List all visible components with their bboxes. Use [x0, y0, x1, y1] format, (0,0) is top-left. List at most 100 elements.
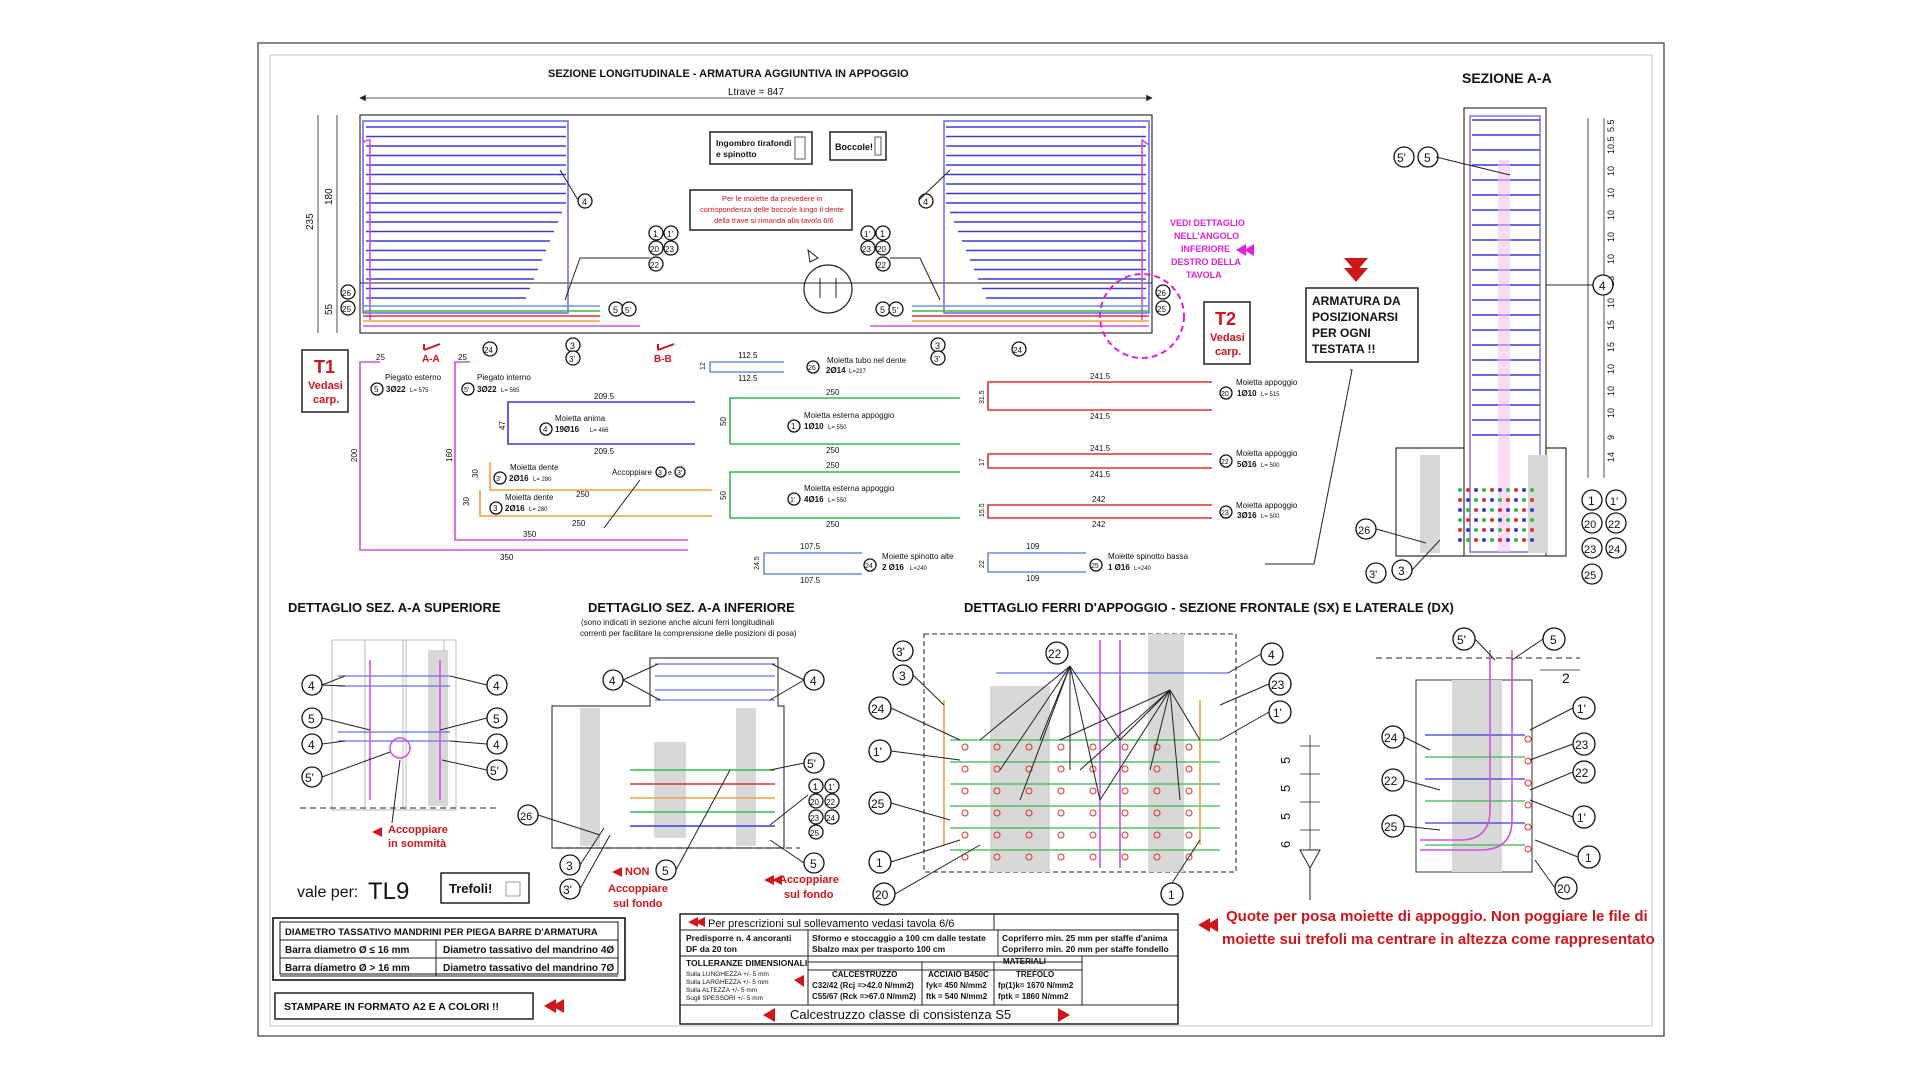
b1p-title: Moietta esterna appoggio [804, 484, 895, 493]
ferri-dot [1185, 853, 1193, 861]
b3-d2: 250 [572, 519, 586, 528]
leader-line [999, 665, 1071, 771]
svg-text:3': 3' [569, 355, 575, 364]
svg-text:3: 3 [493, 504, 498, 513]
b26-d3: 112.5 [738, 374, 758, 383]
longitudinal-section: SEZIONE LONGITUDINALE - ARMATURA AGGIUNT… [301, 68, 1254, 413]
ingombro-line2: e spinotto [716, 149, 757, 159]
svg-text:23: 23 [1575, 738, 1589, 752]
b25-d2: 22 [979, 560, 986, 568]
ferri-dot [1089, 853, 1097, 861]
aa-dim: 10.5 [1606, 136, 1616, 154]
svg-text:20: 20 [810, 798, 819, 807]
aa-dim: 9 [1606, 435, 1616, 440]
right-stirrups [943, 120, 1150, 320]
svg-text:1': 1' [864, 230, 870, 239]
svg-text:24: 24 [1013, 346, 1022, 355]
aa-dim: 10 [1606, 364, 1616, 374]
aa-bar-dot [1514, 518, 1518, 522]
svg-text:1': 1' [828, 783, 834, 792]
svg-text:4: 4 [810, 674, 817, 688]
ferri-dot [1025, 809, 1033, 817]
aa-bar-dot [1506, 538, 1510, 542]
predisporre-1: Predisporre n. 4 ancoranti [686, 933, 791, 943]
moiette-note-box [689, 189, 853, 231]
col-tref: TREFOLO [1016, 970, 1054, 979]
ferri-dot [1185, 809, 1193, 817]
svg-text:20: 20 [877, 245, 886, 254]
aa-bar-dot [1458, 508, 1462, 512]
copriferro-2: Copriferro min. 20 mm per staffe fondell… [1002, 944, 1169, 954]
ferri-dim: 6 [1278, 841, 1293, 848]
b25-d1: 109 [1026, 542, 1040, 551]
dim-235: 235 [305, 213, 316, 230]
leader-line [1039, 665, 1071, 741]
svg-text:3': 3' [563, 883, 572, 897]
b22-title: Moietta appoggio [1236, 449, 1298, 458]
sformo-1: Sformo e stoccaggio a 100 cm dalle testa… [812, 933, 986, 943]
sformo-2: Sbalzo max per trasporto 100 cm [812, 944, 946, 954]
section-aa-tags: 5' 5 4 1 1' 20 22 23 24 25 26 3' 3 [1355, 146, 1627, 585]
b26-title: Moietta tubo nel dente [827, 356, 907, 365]
b24-d2: 24.5 [754, 556, 761, 570]
b25-spec: 1 Ø16 [1108, 563, 1130, 572]
mandrini-table: DIAMETRO TASSATIVO MANDRINI PER PIEGA BA… [272, 917, 626, 981]
leader-line [1079, 689, 1171, 771]
svg-text:5': 5' [892, 306, 898, 315]
aa-bar-dot [1530, 528, 1534, 532]
accoppiare-sommita-1: Accoppiare [388, 824, 448, 836]
ferri-dot [1185, 765, 1193, 773]
ferri-dim: 5 [1278, 757, 1293, 764]
b1-spec: 1Ø10 [804, 422, 824, 431]
moiette-note-1: Per le moiette da prevedere in [722, 194, 822, 203]
mandrini-r2b: Diametro tassativo del mandrino 7Ø [443, 963, 614, 974]
acc-1: fyk= 450 N/mm2 [926, 981, 987, 990]
b3p-len: L= 280 [533, 477, 552, 483]
b3p-title: Moietta dente [510, 463, 559, 472]
b1-title: Moietta esterna appoggio [804, 411, 895, 420]
svg-text:3': 3' [934, 355, 940, 364]
ferri-dot [1121, 765, 1129, 773]
b20-len: L= 515 [1261, 392, 1280, 398]
ingombro-line1: Ingombro tirafondi [716, 138, 792, 148]
svg-text:24: 24 [865, 563, 873, 570]
ferri-dot [1025, 787, 1033, 795]
aa-bar-dot [1482, 518, 1486, 522]
svg-text:5: 5 [880, 305, 885, 315]
ferri-dot [1121, 809, 1129, 817]
b3-spec: 2Ø16 [505, 504, 525, 513]
aa-bar-dot [1482, 498, 1486, 502]
svg-text:23: 23 [1584, 544, 1596, 556]
aa-bar-dot [1490, 528, 1494, 532]
tref-2: fptk = 1860 N/mm2 [998, 992, 1069, 1001]
aa-bar-dot [1490, 518, 1494, 522]
vedi-3: INFERIORE [1181, 244, 1230, 254]
aa-bar-dot [1506, 518, 1510, 522]
aa-bar-dot [1514, 498, 1518, 502]
lateral-dot [1524, 801, 1532, 809]
aa-bar-dot [1466, 528, 1470, 532]
aa-bar-dot [1466, 508, 1470, 512]
non-accoppiare-3: sul fondo [613, 898, 663, 910]
armatura-line3: PER OGNI [1312, 326, 1371, 340]
non-accoppiare-2: Accoppiare [608, 883, 668, 895]
b23-d2: 15.5 [979, 503, 986, 517]
svg-text:20: 20 [1557, 882, 1571, 896]
svg-text:1: 1 [791, 422, 796, 431]
tolleranze-label: TOLLERANZE DIMENSIONALI [686, 958, 807, 968]
ferri-dot [1121, 743, 1129, 751]
b25-len: L=240 [1134, 566, 1152, 572]
svg-text:4: 4 [582, 197, 587, 207]
ferri-dot [1057, 787, 1065, 795]
mandrini-r2a: Barra diametro Ø > 16 mm [285, 963, 410, 974]
aa-bar-dot [1482, 508, 1486, 512]
ferri-dot [961, 743, 969, 751]
leader-line [1099, 689, 1171, 801]
b20-spec: 1Ø10 [1237, 389, 1257, 398]
b23-spec: 3Ø16 [1237, 511, 1257, 520]
svg-text:20: 20 [1221, 391, 1229, 398]
detail-inf-title: DETTAGLIO SEZ. A-A INFERIORE [588, 600, 795, 615]
accoppiare-fondo-2: sul fondo [784, 889, 834, 901]
svg-text:4: 4 [1599, 279, 1606, 293]
b3p-d2: 250 [576, 490, 590, 499]
